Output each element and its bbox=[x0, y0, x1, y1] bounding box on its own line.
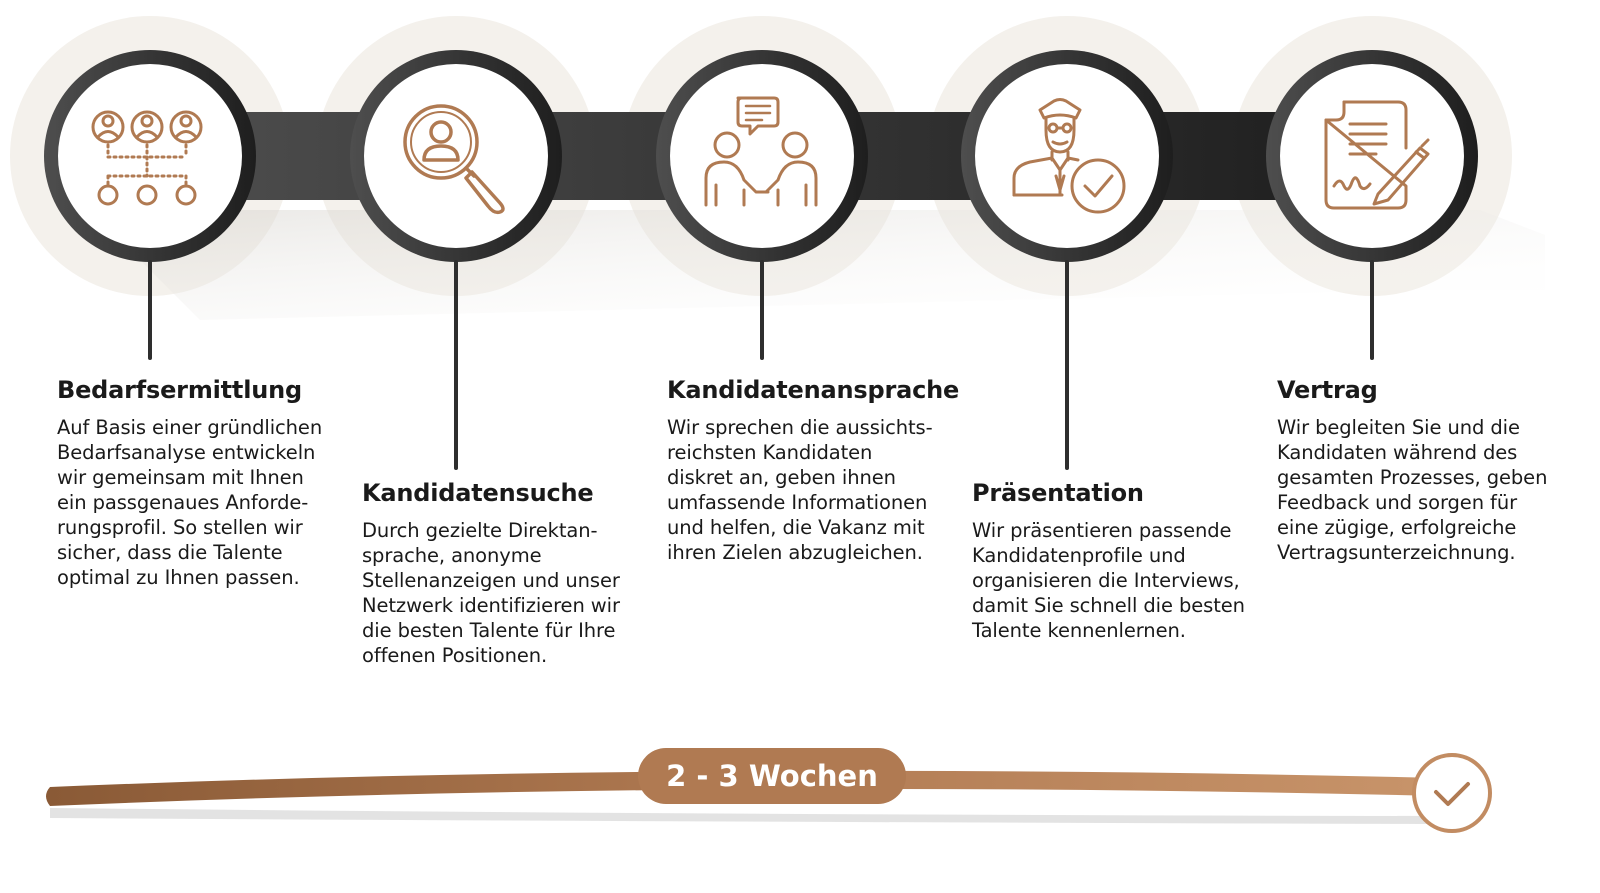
timeline-end-ring bbox=[1412, 753, 1492, 833]
step-title: Vertrag bbox=[1277, 376, 1378, 404]
check-icon bbox=[1434, 782, 1470, 806]
step-description: Durch gezielte Direktan-sprache, anonyme… bbox=[362, 519, 620, 667]
step-2-text: Kandidatensuche Durch gezielte Direktan-… bbox=[362, 478, 652, 668]
step-disc-5 bbox=[1280, 64, 1464, 248]
contract-signature-icon bbox=[1324, 100, 1430, 210]
step-title: Bedarfsermittlung bbox=[57, 376, 302, 404]
timeline-shadow bbox=[50, 808, 1440, 824]
magnifier-person-icon bbox=[403, 104, 505, 215]
org-chart-people-icon bbox=[91, 110, 203, 206]
step-title: Präsentation bbox=[972, 479, 1144, 507]
step-disc-3 bbox=[670, 64, 854, 248]
conversation-icon bbox=[704, 96, 818, 207]
step-title: Kandidatensuche bbox=[362, 479, 594, 507]
approved-candidate-icon bbox=[1012, 98, 1126, 214]
step-3-text: Kandidatenansprache Wir sprechen die aus… bbox=[667, 375, 967, 565]
step-1-text: Bedarfsermittlung Auf Basis einer gründl… bbox=[57, 375, 347, 590]
duration-badge: 2 - 3 Wochen bbox=[638, 748, 906, 804]
step-title: Kandidatenansprache bbox=[667, 376, 960, 404]
step-description: Wir sprechen die aussichts-reichsten Kan… bbox=[667, 416, 933, 564]
